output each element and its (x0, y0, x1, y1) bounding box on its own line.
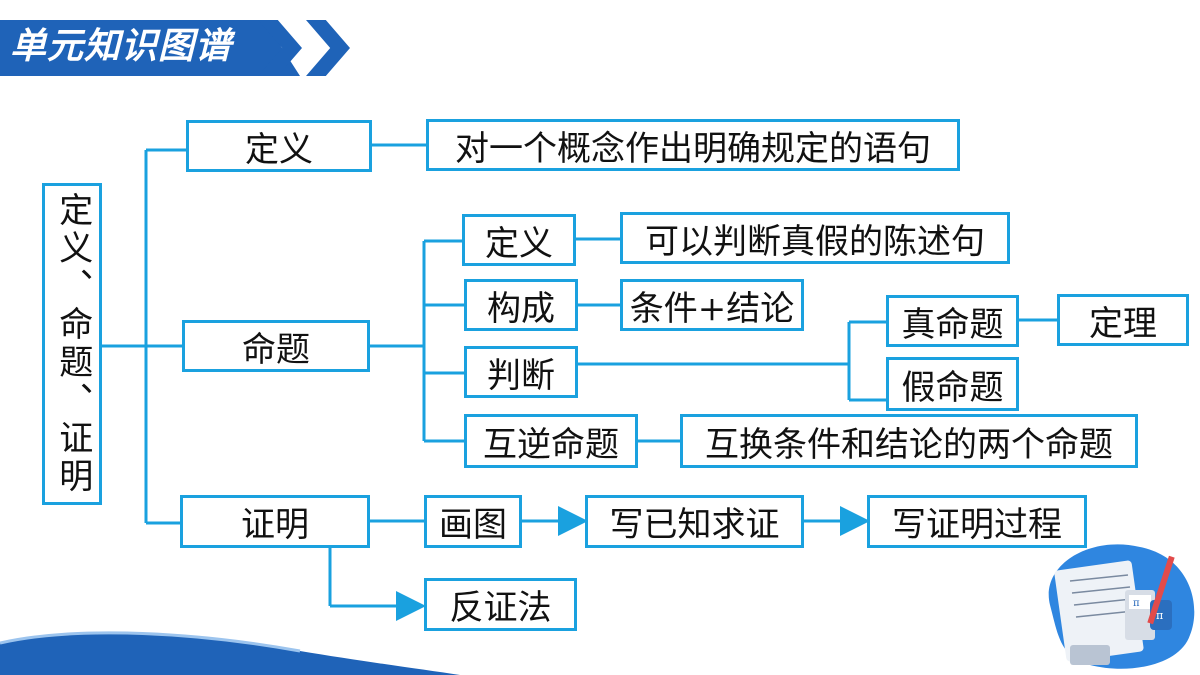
proof-step2-node: 写已知求证 (585, 495, 804, 548)
proof-step3-label: 写证明过程 (892, 505, 1062, 545)
contradiction-label: 反证法 (449, 588, 552, 628)
prop-definition-node: 定义 (462, 214, 576, 266)
definition-label: 定义 (245, 129, 313, 170)
prop-definition-desc-node: 可以判断真假的陈述句 (620, 212, 1010, 264)
converse-node: 互逆命题 (464, 414, 638, 468)
converse-desc-node: 互换条件和结论的两个命题 (680, 414, 1138, 468)
proof-label: 证明 (241, 505, 309, 545)
proof-node: 证明 (180, 495, 370, 548)
prop-judge-label: 判断 (487, 355, 555, 396)
proposition-label: 命题 (242, 329, 310, 370)
math-study-illustration-icon: π π (1048, 544, 1195, 669)
theorem-label: 定理 (1089, 303, 1157, 344)
proof-step3-node: 写证明过程 (867, 495, 1087, 548)
false-proposition-node: 假命题 (886, 357, 1019, 411)
proof-step2-label: 写已知求证 (609, 505, 780, 545)
proposition-node: 命题 (182, 320, 370, 372)
page-title: 单元知识图谱 (10, 26, 233, 67)
root-node: 定义、命题、证明 (42, 183, 102, 505)
definition-node: 定义 (186, 120, 372, 172)
proof-step1-node: 画图 (424, 495, 522, 548)
converse-label: 互逆命题 (483, 424, 619, 465)
prop-definition-label: 定义 (485, 223, 553, 264)
contradiction-node: 反证法 (424, 578, 577, 631)
true-proposition-node: 真命题 (886, 295, 1019, 347)
true-proposition-label: 真命题 (901, 304, 1004, 345)
header-banner (0, 20, 300, 76)
prop-structure-node: 构成 (464, 279, 578, 331)
prop-structure-desc: 条件+结论 (629, 288, 795, 329)
prop-judge-node: 判断 (464, 346, 578, 398)
svg-text:π: π (1133, 598, 1140, 609)
prop-structure-label: 构成 (487, 288, 555, 329)
svg-text:π: π (1156, 609, 1163, 622)
theorem-node: 定理 (1057, 294, 1189, 346)
root-label: 定义、命题、证明 (52, 192, 93, 496)
definition-desc: 对一个概念作出明确规定的语句 (455, 128, 931, 169)
proof-step1-label: 画图 (439, 505, 507, 545)
prop-definition-desc: 可以判断真假的陈述句 (645, 221, 985, 262)
wave-decoration (0, 631, 460, 675)
prop-structure-desc-node: 条件+结论 (620, 279, 804, 331)
converse-desc: 互换条件和结论的两个命题 (705, 424, 1113, 465)
false-proposition-label: 假命题 (901, 367, 1004, 408)
definition-desc-node: 对一个概念作出明确规定的语句 (426, 119, 960, 171)
